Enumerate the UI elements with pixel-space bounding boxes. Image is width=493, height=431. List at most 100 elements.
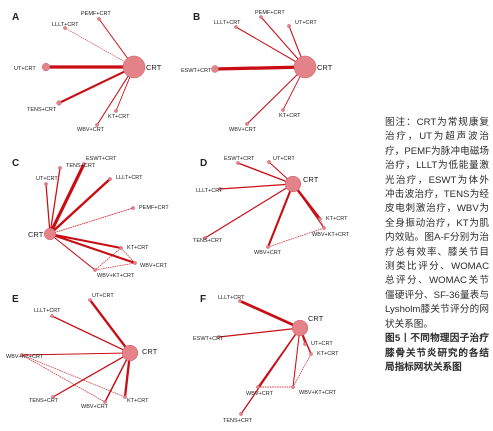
node-ut	[287, 24, 291, 28]
edge-wbv-wbvkt	[21, 354, 106, 403]
caption-title: 图5丨不同物理因子治疗膝骨关节炎研究的各结局指标网状关系图	[385, 333, 489, 373]
edge-crt-ut	[45, 183, 51, 235]
panel-label-d: D	[200, 158, 207, 169]
panel-label-c: C	[12, 158, 19, 169]
node-label-crt: CRT	[28, 230, 44, 239]
node-label-kt: KT+CRT	[127, 398, 149, 404]
node-label-wbvkt: WBV+KT+CRT	[97, 273, 135, 279]
node-ut	[44, 182, 48, 186]
node-label-eswt: ESWT+CRT	[193, 336, 224, 342]
node-label-wbv: WBV+CRT	[140, 263, 168, 269]
edge-kt-wbvkt	[292, 353, 312, 388]
node-label-lllt: LLLT+CRT	[218, 295, 245, 301]
edge-crt-wbv	[96, 66, 135, 126]
node-crt	[43, 227, 57, 241]
edge-kt-wbvkt	[21, 354, 126, 398]
node-wbv	[103, 400, 107, 404]
edge-crt-tens	[57, 65, 136, 105]
network-panel-c: CRTUT+CRTESWT+CRTTENS+CRTLLLT+CRTPEMF+CR…	[28, 156, 169, 279]
node-wbv	[245, 122, 249, 126]
node-label-tens: TENS+CRT	[193, 238, 223, 244]
node-pemf	[97, 17, 101, 21]
node-crt	[284, 175, 302, 193]
node-lllt	[218, 187, 222, 191]
node-label-eswt: ESWT+CRT	[181, 68, 212, 74]
network-panel-a: CRTPEMF+CRTLLLT+CRTUT+CRTTENS+CRTWBV+CRT…	[14, 11, 162, 133]
node-lllt	[238, 299, 242, 303]
node-tens	[58, 166, 62, 170]
node-label-wbvkt: WBV+KT+CRT	[6, 354, 44, 360]
node-label-wbv: WBV+CRT	[254, 250, 282, 256]
node-label-ut: UT+CRT	[36, 176, 58, 182]
edge-wbv-wbvkt	[267, 227, 325, 248]
edge-crt-wbvkt	[49, 233, 96, 271]
node-label-tens: TENS+CRT	[66, 163, 96, 169]
node-label-ut: UT+CRT	[14, 66, 36, 72]
edge-crt-wbvkt	[21, 352, 131, 356]
node-label-crt: CRT	[308, 314, 324, 323]
node-lllt	[234, 25, 238, 29]
node-ut	[88, 298, 92, 302]
node-pemf	[131, 206, 135, 210]
node-crt	[293, 55, 317, 79]
node-label-ut: UT+CRT	[295, 20, 317, 26]
node-label-crt: CRT	[303, 175, 319, 184]
edge-crt-pemf	[49, 207, 134, 235]
edge-crt-lllt	[64, 27, 135, 68]
node-wbv	[256, 385, 260, 389]
node-label-lllt: LLLT+CRT	[52, 22, 79, 28]
node-label-wbv: WBV+CRT	[246, 391, 274, 397]
node-label-kt: KT+CRT	[108, 114, 130, 120]
node-label-lllt: LLLT+CRT	[196, 188, 223, 194]
edge-crt-eswt	[213, 65, 307, 71]
panel-label-b: B	[193, 12, 200, 23]
edge-crt-wbv	[266, 182, 295, 249]
edge-crt-lllt	[48, 177, 112, 236]
node-label-lllt: LLLT+CRT	[214, 20, 241, 26]
figure-caption: 图注：CRT为常规康复治疗，UT为超声波治疗，PEMF为脉冲电磁场治疗，LLLT…	[385, 116, 489, 375]
edge-kt-wbvkt	[94, 247, 122, 271]
edge-crt-lllt	[219, 183, 294, 190]
node-label-eswt: ESWT+CRT	[224, 156, 255, 162]
edge-crt-wbv	[246, 66, 306, 125]
panel-label-a: A	[12, 12, 19, 23]
edge-crt-wbvkt	[292, 183, 325, 229]
caption-notes: 图注：CRT为常规康复治疗，UT为超声波治疗，PEMF为脉冲电磁场治疗，LLLT…	[385, 117, 489, 330]
node-pemf	[259, 15, 263, 19]
node-label-wbv: WBV+CRT	[81, 404, 109, 410]
node-label-eswt: ESWT+CRT	[86, 156, 117, 162]
node-label-crt: CRT	[142, 347, 158, 356]
node-label-crt: CRT	[317, 63, 333, 72]
node-tens	[56, 100, 62, 106]
node-lllt	[50, 314, 54, 318]
node-tens	[203, 236, 207, 240]
node-label-crt: CRT	[146, 63, 162, 72]
node-ut	[303, 342, 307, 346]
node-label-wbv: WBV+CRT	[229, 127, 257, 133]
edge-crt-tens	[204, 183, 294, 239]
node-eswt	[211, 65, 219, 73]
node-lllt	[108, 177, 112, 181]
node-label-ut: UT+CRT	[311, 341, 333, 347]
edge-crt-eswt	[48, 162, 86, 236]
node-label-pemf: PEMF+CRT	[139, 205, 169, 211]
edge-wbv-wbvkt	[94, 262, 136, 271]
node-kt	[281, 108, 285, 112]
edge-crt-eswt	[218, 327, 301, 338]
node-label-ut: UT+CRT	[273, 156, 295, 162]
node-kt	[119, 246, 123, 250]
edge-crt-tens	[52, 352, 131, 398]
node-eswt	[82, 162, 86, 166]
edge-crt-ut	[88, 298, 132, 355]
node-label-tens: TENS+CRT	[27, 107, 57, 113]
node-label-pemf: PEMF+CRT	[81, 11, 111, 17]
node-crt	[121, 344, 139, 362]
node-wbv	[266, 245, 270, 249]
edge-crt-tens	[49, 167, 61, 235]
edge-crt-lllt	[51, 315, 131, 354]
edge-crt-wbv	[104, 352, 131, 403]
node-label-lllt: LLLT+CRT	[34, 308, 61, 314]
